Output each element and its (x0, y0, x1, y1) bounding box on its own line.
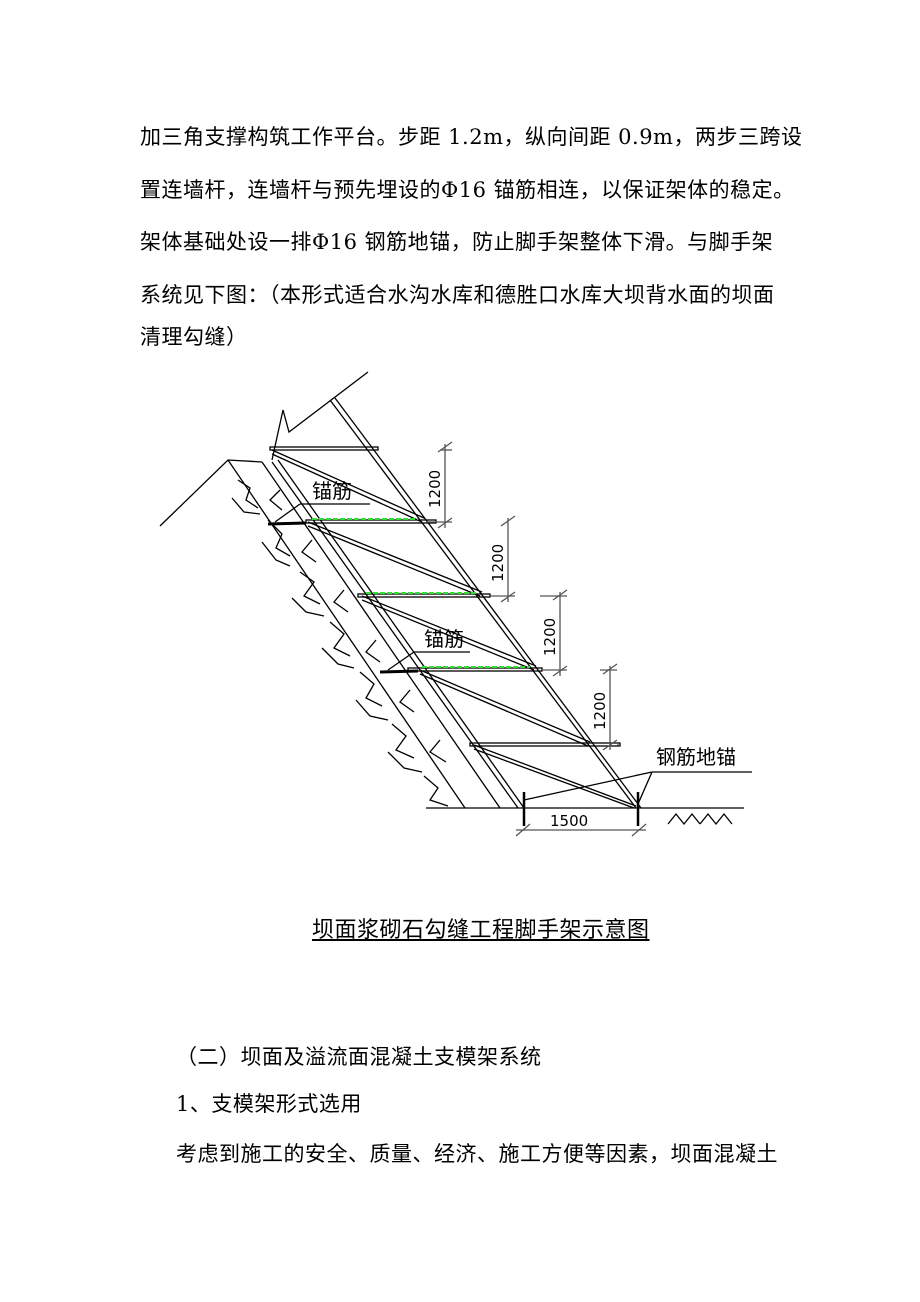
leader-lines (274, 503, 752, 805)
paragraph-line-4: 系统见下图：（本形式适合水沟水库和德胜口水库大坝背水面的坝面 (140, 283, 775, 307)
dim-step-3: 1200 (541, 618, 559, 656)
anchor-bars (267, 521, 419, 674)
section-subheading: 1、支模架形式选用 (176, 1092, 362, 1116)
ground-hatch (667, 812, 733, 826)
dim-step-4: 1200 (591, 692, 609, 730)
dim-step-2: 1200 (489, 544, 507, 582)
anchor-bar-label-2: 锚筋 (424, 627, 464, 651)
paragraph-line-1: 加三角支撑构筑工作平台。步距 1.2m，纵向间距 0.9m，两步三跨设 (140, 125, 803, 149)
diagonal-braces (271, 449, 637, 809)
paragraph-line-3: 架体基础处设一排Φ16 钢筋地锚，防止脚手架整体下滑。与脚手架 (140, 230, 774, 254)
ground-anchor-label: 钢筋地锚 (656, 745, 736, 769)
dim-base-width: 1500 (550, 812, 588, 830)
section-heading: （二）坝面及溢流面混凝土支模架系统 (176, 1045, 542, 1069)
paragraph-line-2: 置连墙杆，连墙杆与预先埋设的Φ16 锚筋相连，以保证架体的稳定。 (140, 178, 795, 202)
section-body-line: 考虑到施工的安全、质量、经济、施工方便等因素，坝面混凝土 (176, 1142, 778, 1166)
anchor-bar-highlights (312, 518, 530, 668)
inner-pole (271, 459, 525, 809)
anchor-bar-label-1: 锚筋 (312, 479, 352, 503)
figure-caption: 坝面浆砌石勾缝工程脚手架示意图 (312, 918, 650, 943)
paragraph-line-5: 清理勾缝） (140, 325, 248, 349)
dimension-lines (426, 441, 647, 837)
dim-step-1: 1200 (426, 470, 444, 508)
scaffold-diagram: 锚筋 锚筋 钢筋地锚 1200 1200 1200 1200 1500 (159, 371, 752, 837)
ground-anchors (522, 792, 640, 826)
rubble-masonry-band (227, 459, 501, 809)
